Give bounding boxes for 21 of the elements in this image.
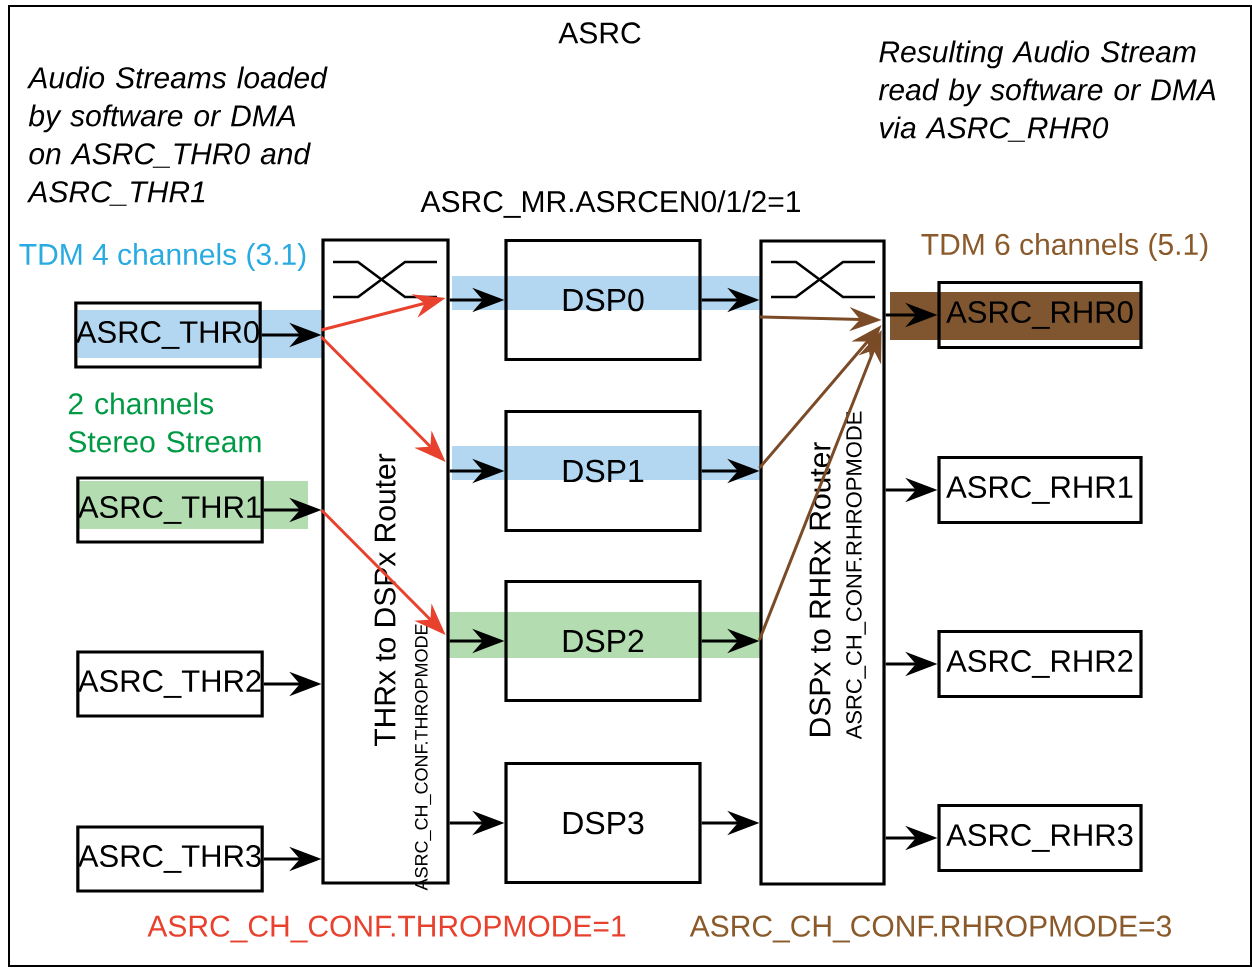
annotation-text: TDM 6 channels (5.1) — [921, 233, 1208, 261]
dsp-box: DSP3 — [504, 761, 702, 885]
annotation-text: ASRC_CH_CONF.THROPMODE=1 — [147, 915, 626, 943]
register-box: ASRC_THR3 — [76, 825, 264, 893]
annotation-text: 2 channels Stereo Stream — [68, 392, 261, 453]
register-box: ASRC_RHR2 — [937, 629, 1143, 699]
register-box: ASRC_THR1 — [76, 476, 264, 544]
register-box: ASRC_THR0 — [74, 301, 262, 369]
register-box: ASRC_RHR1 — [937, 455, 1143, 525]
register-box: ASRC_THR2 — [76, 650, 264, 718]
dsp-box: DSP2 — [504, 579, 702, 703]
register-box: ASRC_RHR3 — [937, 803, 1143, 873]
annotation-text: ASRC_MR.ASRCEN0/1/2=1 — [420, 190, 800, 218]
dsp-box: DSP0 — [504, 238, 702, 362]
router-box: THRx to DSPx Router ASRC_CH_CONF.THROPMODE — [321, 238, 450, 891]
annotation-text: TDM 4 channels (3.1) — [19, 243, 306, 271]
annotation-text: Audio Streams loaded by software or DMA on ASRC_THR0 and ASRC_THR1 — [26, 66, 328, 206]
dsp-box: DSP1 — [504, 409, 702, 533]
annotation-text: Resulting Audio Stream read by software or DMA via ASRC_RHR0 — [878, 40, 1216, 142]
annotation-text: ASRC_CH_CONF.RHROPMODE=3 — [689, 915, 1171, 943]
register-box: ASRC_RHR0 — [937, 280, 1143, 350]
